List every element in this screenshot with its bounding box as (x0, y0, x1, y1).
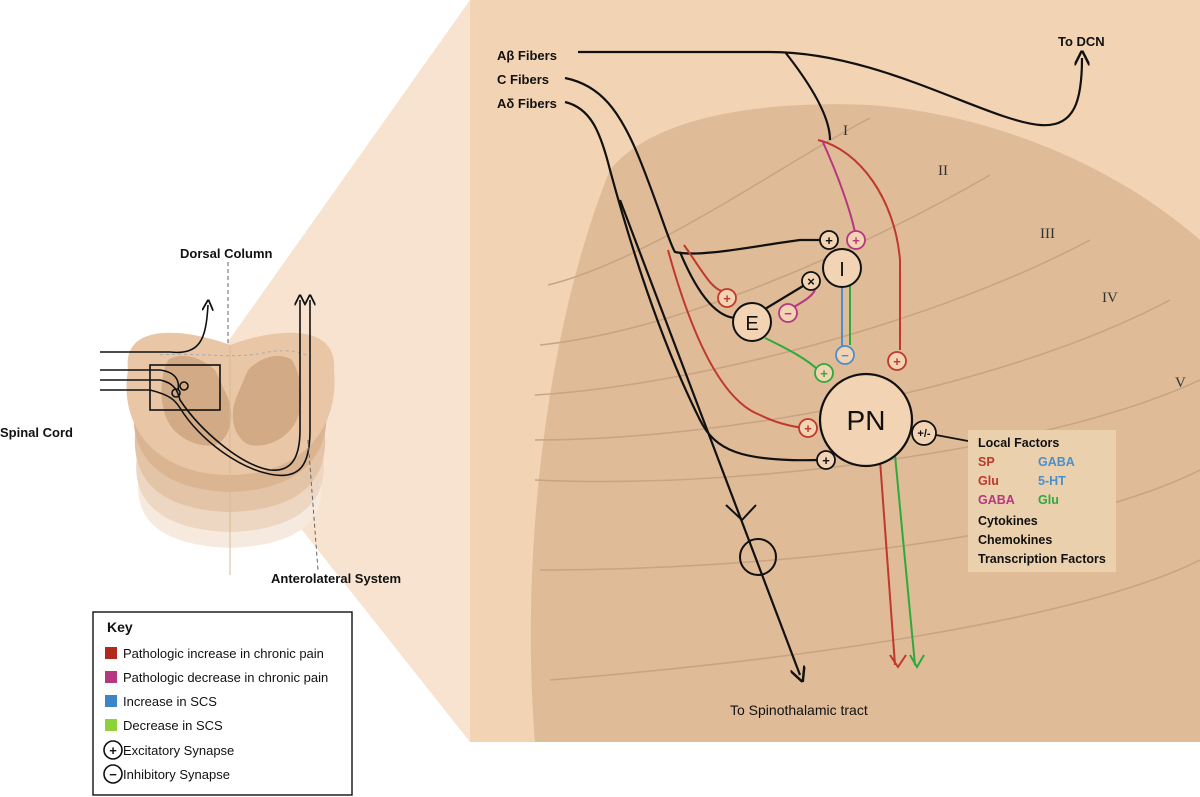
spinal-cord-stack (126, 332, 335, 575)
svg-text:+: + (852, 233, 860, 248)
svg-text:+: + (822, 453, 830, 468)
to-dcn-label: To DCN (1058, 34, 1105, 49)
factor-transcription: Transcription Factors (978, 552, 1106, 566)
svg-text:−: − (841, 348, 849, 363)
factor-glu-red: Glu (978, 474, 999, 488)
synapse-plus-red-pn: + (887, 351, 907, 371)
svg-text:+: + (820, 366, 828, 381)
key-label-blue: Increase in SCS (123, 694, 217, 709)
key-swatch-magenta (105, 671, 117, 683)
synapse-plus-green: + (814, 363, 834, 383)
synapse-plus-magenta: + (846, 230, 866, 250)
spinal-cord-fibers (100, 300, 310, 477)
key-box: Key Pathologic increase in chronic pain … (92, 611, 353, 796)
lamina-label-ii: II (938, 163, 948, 179)
svg-text:+/-: +/- (917, 428, 930, 440)
dorsal-column-label: Dorsal Column (180, 246, 273, 261)
red-pathways (667, 139, 901, 666)
svg-text:E: E (745, 313, 758, 335)
key-label-inhibitory: Inhibitory Synapse (123, 767, 230, 782)
key-inhibitory-icon (103, 764, 123, 784)
synapse-times: × (801, 271, 821, 291)
key-swatch-blue (105, 695, 117, 707)
abeta-fiber-label: Aβ Fibers (497, 48, 557, 63)
svg-text:×: × (807, 274, 815, 289)
synapse-plus-black-top: + (819, 230, 839, 250)
factor-gaba-magenta: GABA (978, 493, 1015, 507)
key-label-red: Pathologic increase in chronic pain (123, 646, 324, 661)
factor-chemokines: Chemokines (978, 533, 1052, 547)
zoom-box (149, 364, 221, 411)
svg-text:−: − (784, 306, 792, 321)
key-title: Key (107, 619, 133, 635)
synapse-mixed: +/- (911, 420, 969, 446)
factor-sp: SP (978, 455, 995, 469)
green-output-arrow (909, 654, 925, 669)
key-label-excitatory: Excitatory Synapse (123, 743, 234, 758)
lamina-label-i: I (843, 123, 848, 139)
key-swatch-red (105, 647, 117, 659)
factor-gaba-blue: GABA (1038, 455, 1075, 469)
relay-neuron (725, 504, 777, 576)
green-pathways (764, 285, 916, 666)
synapse-plus-red-e: + (717, 288, 737, 308)
local-factors-title: Local Factors (978, 436, 1059, 450)
svg-text:+: + (109, 743, 117, 758)
local-factors-box (968, 430, 1116, 572)
key-excitatory-icon (103, 740, 123, 760)
synapse-minus-blue: − (835, 345, 855, 365)
adelta-fiber-label: Aδ Fibers (497, 96, 557, 111)
synapse-plus-black-lower: + (816, 450, 836, 470)
anterolateral-label: Anterolateral System (271, 571, 401, 586)
spinal-cord-label: Spinal Cord (0, 425, 73, 440)
c-fiber-label: C Fibers (497, 72, 549, 87)
projection-neuron: PN (818, 372, 914, 468)
key-label-magenta: Pathologic decrease in chronic pain (123, 670, 328, 685)
svg-text:PN: PN (847, 405, 886, 436)
anterolateral-pointer (307, 439, 319, 571)
interneuron-e: E (732, 302, 772, 342)
factor-glu-green: Glu (1038, 493, 1059, 507)
factor-cytokines: Cytokines (978, 514, 1038, 528)
red-output-arrow (889, 654, 907, 669)
svg-text:+: + (804, 421, 812, 436)
factor-5ht: 5-HT (1038, 474, 1066, 488)
svg-text:+: + (723, 291, 731, 306)
svg-text:−: − (109, 767, 117, 782)
lamina-label-v: V (1175, 375, 1186, 391)
interneuron-i: I (822, 248, 862, 288)
svg-text:+: + (825, 233, 833, 248)
svg-text:+: + (893, 354, 901, 369)
zoom-wedge (215, 0, 470, 742)
synapse-plus-red-lower: + (798, 418, 818, 438)
svg-text:I: I (839, 259, 845, 281)
spinothalamic-label: To Spinothalamic tract (730, 702, 868, 718)
lamina-label-iv: IV (1102, 290, 1118, 306)
key-swatch-green (105, 719, 117, 731)
lamina-label-iii: III (1040, 226, 1055, 242)
key-label-green: Decrease in SCS (123, 718, 223, 733)
synapse-minus-magenta: − (778, 303, 798, 323)
